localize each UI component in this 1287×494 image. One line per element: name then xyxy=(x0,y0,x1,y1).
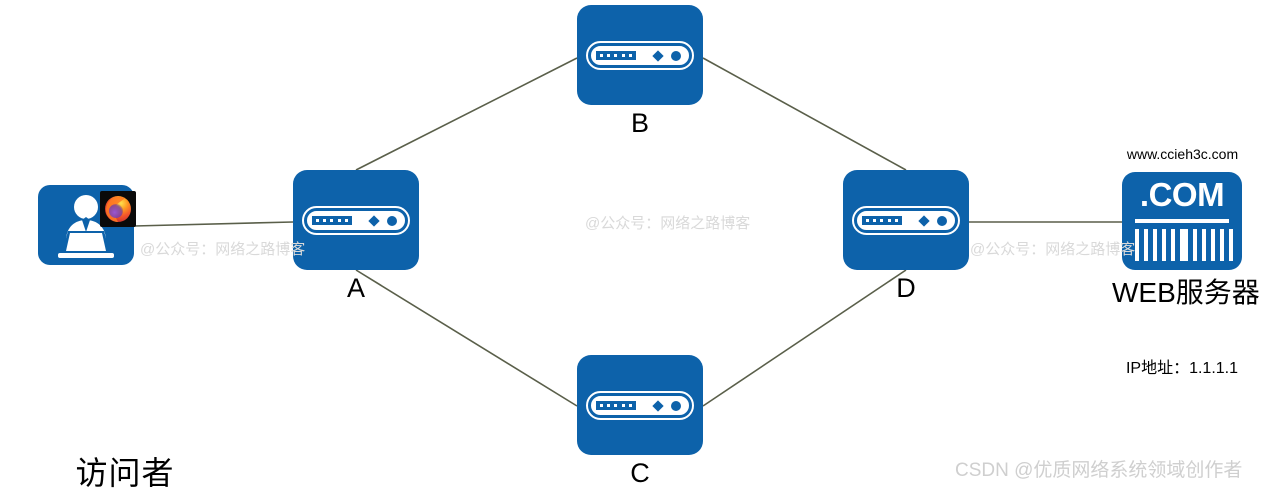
router-a-label: A xyxy=(346,273,365,303)
visitor-label: 访问者 xyxy=(75,455,175,491)
router-leds xyxy=(862,216,902,225)
web-server-url: www.ccieh3c.com xyxy=(1126,146,1239,162)
link-visitor-a xyxy=(133,221,294,227)
router-dot-indicator xyxy=(937,216,947,226)
router-face xyxy=(586,41,694,70)
web-server-ip: IP地址：1.1.1.1 xyxy=(1125,360,1239,377)
router-dot-indicator xyxy=(671,51,681,61)
router-diamond-indicator xyxy=(918,215,930,227)
watermark-wechat: @公众号：网络之路博客 xyxy=(585,215,751,232)
router-icon xyxy=(293,170,419,270)
link-a-b xyxy=(355,57,578,171)
router-face xyxy=(586,391,694,420)
watermark-wechat: @公众号：网络之路博客 xyxy=(140,241,306,258)
router-icon xyxy=(577,5,703,105)
link-a-c xyxy=(355,269,578,407)
router-diamond-indicator xyxy=(368,215,380,227)
user-at-laptop-icon xyxy=(58,195,114,258)
barcode-bars xyxy=(1135,229,1233,261)
router-dot-indicator xyxy=(387,216,397,226)
dot-com-text: .COM xyxy=(1139,176,1225,213)
router-d-label: D xyxy=(896,273,916,303)
router-leds xyxy=(312,216,352,225)
watermark-csdn: CSDN @优质网络系统领域创作者 xyxy=(955,460,1243,481)
router-diamond-indicator xyxy=(652,50,664,62)
barcode-rule xyxy=(1135,219,1229,223)
link-c-d xyxy=(702,269,907,407)
firefox-icon xyxy=(100,191,136,227)
dot-com-barcode-icon: .COM xyxy=(1122,172,1242,270)
router-face xyxy=(302,206,410,235)
router-b-label: B xyxy=(630,108,649,138)
router-leds xyxy=(596,401,636,410)
router-icon xyxy=(843,170,969,270)
router-face xyxy=(852,206,960,235)
router-diamond-indicator xyxy=(652,400,664,412)
router-c-label: C xyxy=(630,458,650,488)
router-icon xyxy=(577,355,703,455)
web-server-label: WEB服务器 xyxy=(1112,277,1260,308)
watermark-wechat: @公众号：网络之路博客 xyxy=(970,241,1136,258)
link-b-d xyxy=(702,57,907,171)
router-leds xyxy=(596,51,636,60)
router-dot-indicator xyxy=(671,401,681,411)
visitor-icon-box xyxy=(38,185,136,265)
